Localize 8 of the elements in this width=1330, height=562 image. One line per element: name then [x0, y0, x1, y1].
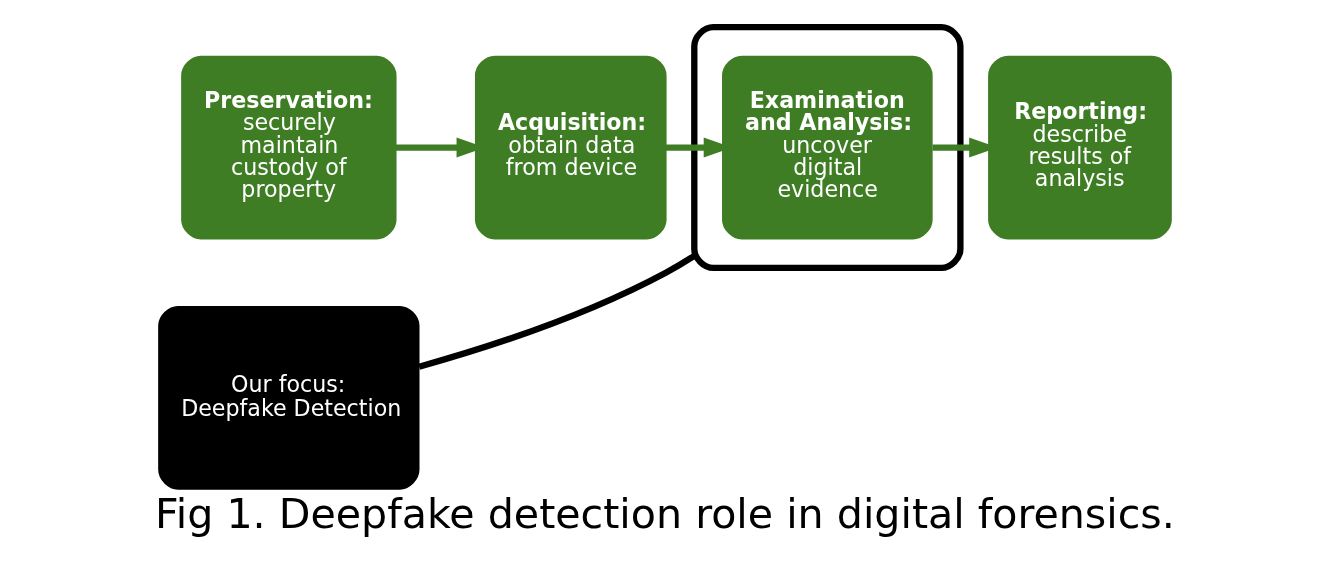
caption: Fig 1. Deepfake detection role in digital forensics. — [155, 490, 1175, 539]
cluster — [691, 24, 964, 272]
connector — [418, 253, 696, 370]
node-box: Examination and Analysis: uncover digital evidence — [722, 55, 933, 240]
node-box: Acquisition: obtain data from device — [474, 55, 667, 240]
node-box: Our focus: Deepfake Detection — [158, 305, 420, 490]
node-box: Preservation: securely maintain custody of property — [181, 55, 397, 240]
node-box: Reporting: describe results of analysis — [988, 55, 1172, 240]
